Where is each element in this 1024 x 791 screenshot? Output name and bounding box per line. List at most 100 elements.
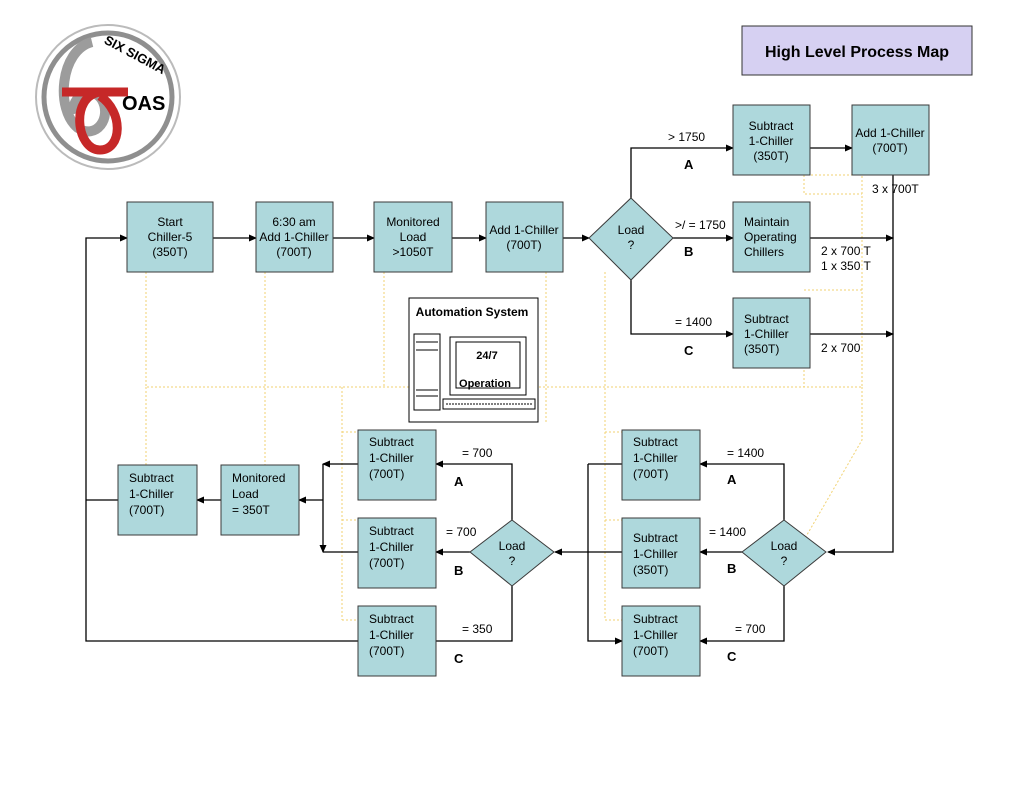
cond-br-c: = 700: [735, 622, 766, 636]
node-bra-line1: Subtract: [633, 435, 678, 449]
cond-label-b-top: >/ = 1750: [675, 218, 726, 232]
node-bmc-line1: Subtract: [369, 612, 414, 626]
cond-br-b: = 1400: [709, 525, 746, 539]
arrow-loop-back: [85, 234, 358, 642]
decision-br-line1: Load: [771, 539, 798, 553]
result-b-2: 1 x 350 T: [821, 259, 871, 273]
node-bl-line1: Subtract: [129, 471, 174, 485]
decision-load-bottom-mid: Load ?: [469, 519, 555, 587]
node-bm-a: Subtract 1-Chiller (700T): [357, 429, 437, 501]
node-bl-line2: 1-Chiller: [129, 487, 174, 501]
cond-label-a-top: > 1750: [668, 130, 705, 144]
node-630-line2: Add 1-Chiller: [259, 230, 328, 244]
cond-label-c-top: = 1400: [675, 315, 712, 329]
six-sigma-logo: SIX SIGMA OAS: [35, 24, 181, 170]
node-a-subtract-350: Subtract 1-Chiller (350T): [732, 104, 811, 176]
decision-top-line1: Load: [618, 223, 645, 237]
logo-sigma-glyph: [62, 87, 128, 155]
computer-icon: [413, 333, 536, 411]
decision-bm-line1: Load: [499, 539, 526, 553]
node-rb-line1: Maintain: [744, 215, 789, 229]
page-title: High Level Process Map: [765, 44, 949, 61]
arrow-decision-c: [630, 280, 734, 338]
letter-br-b: B: [727, 561, 736, 576]
node-bma-line2: 1-Chiller: [369, 451, 414, 465]
node-bra-line3: (700T): [633, 467, 668, 481]
node-c-subtract-350: Subtract 1-Chiller (350T): [732, 297, 811, 369]
arrow-connectors: [85, 144, 894, 645]
node-ra-line1: Subtract: [749, 119, 794, 133]
node-bma-line3: (700T): [369, 467, 404, 481]
node-mon-line2: Load: [400, 230, 427, 244]
node-ra-line3: (350T): [753, 149, 788, 163]
cond-bm-b: = 700: [446, 525, 477, 539]
node-brc-line2: 1-Chiller: [633, 628, 678, 642]
letter-bm-a: A: [454, 474, 464, 489]
node-ml-line1: Monitored: [232, 471, 285, 485]
node-bmb-line2: 1-Chiller: [369, 540, 414, 554]
decision-load-bottom-right: Load ?: [741, 519, 827, 587]
cond-br-a: = 1400: [727, 446, 764, 460]
letter-br-c: C: [727, 649, 737, 664]
node-bmc-line2: 1-Chiller: [369, 628, 414, 642]
node-raa-line2: (700T): [872, 141, 907, 155]
node-br-c: Subtract 1-Chiller (700T): [621, 605, 701, 677]
letter-c-top: C: [684, 343, 694, 358]
node-mon-line3: >1050T: [392, 245, 434, 259]
letter-bm-c: C: [454, 651, 464, 666]
automation-title: Automation System: [416, 305, 529, 319]
arrow-br-c: [699, 586, 785, 645]
dotted-line-b: [264, 272, 862, 620]
title-box: [741, 25, 973, 76]
decision-bm-line2: ?: [509, 554, 516, 568]
letter-br-a: A: [727, 472, 737, 487]
arrow-br-a: [699, 460, 785, 520]
node-bra-line2: 1-Chiller: [633, 451, 678, 465]
node-brc-line1: Subtract: [633, 612, 678, 626]
node-rc-line1: Subtract: [744, 312, 789, 326]
node-rc-line2: 1-Chiller: [744, 327, 789, 341]
node-start-line1: Start: [157, 215, 183, 229]
node-br-b: Subtract 1-Chiller (350T): [621, 517, 701, 589]
node-brb-line3: (350T): [633, 563, 668, 577]
node-b-maintain: Maintain Operating Chillers: [732, 201, 811, 273]
node-monitored-load-350: Monitored Load = 350T: [220, 464, 300, 536]
node-rb-line3: Chillers: [744, 245, 784, 259]
node-rb-line2: Operating: [744, 230, 797, 244]
node-raa-line1: Add 1-Chiller: [855, 126, 924, 140]
decision-top-line2: ?: [628, 238, 635, 252]
decision-br-line2: ?: [781, 554, 788, 568]
dotted-line-a: [145, 174, 863, 388]
node-add-line2: (700T): [506, 238, 541, 252]
node-br-a: Subtract 1-Chiller (700T): [621, 429, 701, 501]
node-630-line3: (700T): [276, 245, 311, 259]
letter-bm-b: B: [454, 563, 463, 578]
arrow-br-box-a-left: [587, 463, 622, 641]
node-rc-line3: (350T): [744, 342, 779, 356]
cond-bm-a: = 700: [462, 446, 493, 460]
result-a: 3 x 700T: [872, 182, 919, 196]
result-b-1: 2 x 700 T: [821, 244, 871, 258]
decision-load-top: Load ?: [588, 197, 674, 281]
node-ml-line3: = 350T: [232, 503, 270, 517]
node-brb-line2: 1-Chiller: [633, 547, 678, 561]
arrow-right-return: [827, 175, 894, 556]
node-630-add-chiller: 6:30 am Add 1-Chiller (700T): [255, 201, 334, 273]
result-c: 2 x 700: [821, 341, 861, 355]
arrow-decision-a: [630, 144, 734, 198]
node-bmb-line1: Subtract: [369, 524, 414, 538]
logo-bottom-text: OAS: [122, 93, 165, 115]
node-bmb-line3: (700T): [369, 556, 404, 570]
automation-system-panel: Automation System 24/7 Operation: [408, 297, 539, 423]
node-mon-line1: Monitored: [386, 215, 439, 229]
node-bm-c: Subtract 1-Chiller (700T): [357, 605, 437, 677]
arrow-bm-c: [436, 586, 513, 642]
dotted-line-c: [145, 387, 863, 621]
node-bl-subtract: Subtract 1-Chiller (700T): [117, 464, 198, 536]
node-start-line3: (350T): [152, 245, 187, 259]
node-start-line2: Chiller-5: [148, 230, 193, 244]
arrow-bm-box-b-left: [323, 464, 358, 552]
node-add-line1: Add 1-Chiller: [489, 223, 558, 237]
node-bl-line3: (700T): [129, 503, 164, 517]
